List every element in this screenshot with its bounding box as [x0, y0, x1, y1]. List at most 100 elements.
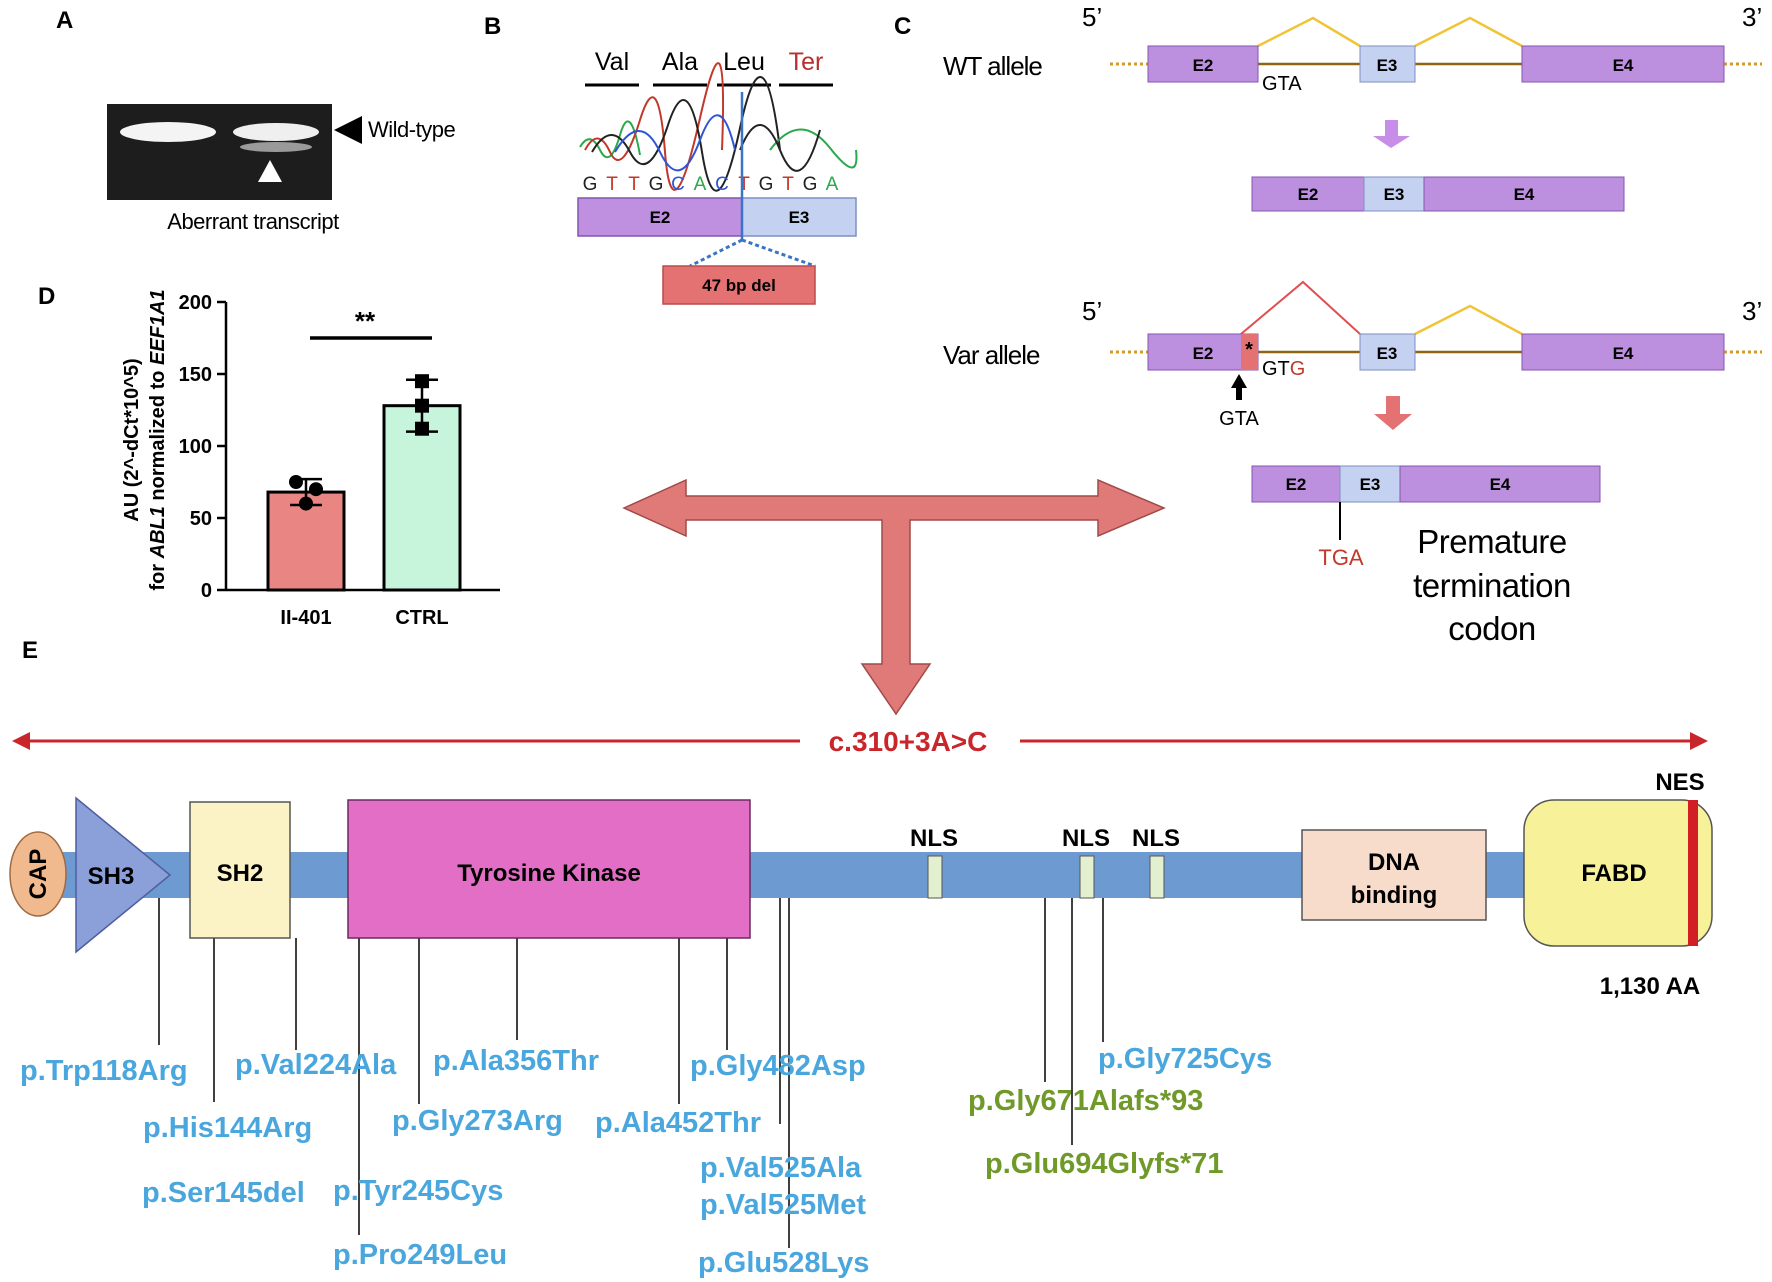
deletion-label: 47 bp del	[702, 276, 776, 295]
wt-five-prime: 5’	[1082, 2, 1102, 32]
gel-band-wildtype	[233, 123, 319, 141]
wt-e3-label: E3	[1377, 56, 1398, 75]
deletion-dashed-right	[741, 238, 816, 268]
chromatogram	[579, 62, 858, 192]
gel-band-control	[120, 122, 216, 142]
data-point	[309, 482, 323, 497]
var-gta-label: GTA	[1219, 408, 1259, 430]
variant-label: c.310+3A>C	[829, 726, 988, 757]
var-splice-arc-1	[1240, 280, 1361, 335]
chart-ylabel-line1: AU (2^-dCt*10^5)	[121, 358, 143, 521]
nls-3-label: NLS	[1132, 825, 1180, 852]
panel-c-letter: C	[894, 13, 911, 40]
var-e2-label: E2	[1193, 344, 1214, 363]
gel-image	[107, 104, 332, 200]
panel-a: A Wild-type Aberrant transcript	[56, 7, 456, 234]
aberrant-transcript-label: Aberrant transcript	[167, 209, 339, 234]
base-call: T	[738, 174, 750, 195]
var-asterisk: *	[1245, 339, 1253, 361]
var-allele-label: Var allele	[943, 340, 1040, 370]
mut-val525ala: p.Val525Ala	[700, 1152, 862, 1184]
codon-label: Leu	[723, 48, 765, 76]
variant-arrow-right-icon	[1690, 732, 1708, 750]
panel-a-letter: A	[56, 7, 73, 34]
wt-mrna-e3	[1363, 176, 1425, 212]
nls-1-label: NLS	[910, 825, 958, 852]
exon-e3-box	[741, 197, 857, 237]
cap-label: CAP	[25, 849, 52, 900]
mut-glu528lys: p.Glu528Lys	[698, 1247, 869, 1279]
tga-label: TGA	[1318, 545, 1364, 570]
var-mrna-e4	[1399, 465, 1601, 503]
wt-e4	[1521, 45, 1725, 83]
var-e2	[1147, 333, 1259, 371]
var-gta-arrow-icon	[1231, 374, 1247, 388]
var-gtg-prefix: GT	[1262, 358, 1290, 380]
var-splice-arc-2	[1414, 304, 1523, 336]
wt-mrna-e4	[1423, 176, 1625, 212]
y-tick-label: 150	[179, 364, 212, 386]
fabd-domain	[1523, 799, 1713, 947]
trace-c	[614, 114, 736, 172]
panel-b-letter: B	[484, 13, 501, 40]
var-mrna-e2-label: E2	[1286, 475, 1307, 494]
wt-three-prime: 3’	[1742, 2, 1762, 32]
t-arrow-icon	[622, 478, 1166, 716]
mut-ser145del: p.Ser145del	[142, 1177, 305, 1209]
y-tick-label: 50	[190, 508, 212, 530]
exon-e2-box	[577, 197, 743, 237]
data-point	[415, 374, 429, 389]
wt-e4-label: E4	[1613, 56, 1634, 75]
deletion-box	[662, 265, 816, 305]
mut-gly273arg: p.Gly273Arg	[392, 1105, 563, 1137]
base-call: A	[694, 174, 707, 195]
var-mrna-e4-label: E4	[1490, 475, 1511, 494]
mut-gly482asp: p.Gly482Asp	[690, 1050, 866, 1082]
wt-e3	[1359, 45, 1416, 83]
wt-e2-label: E2	[1193, 56, 1214, 75]
mut-gly671alafs: p.Gly671Alafs*93	[968, 1085, 1203, 1117]
x-tick-label: CTRL	[395, 607, 448, 629]
significance-label: **	[355, 306, 376, 336]
base-call: T	[628, 174, 640, 195]
bar-ctrl	[382, 404, 462, 592]
y-tick-label: 0	[201, 580, 212, 602]
codon-label: Val	[595, 48, 629, 76]
wt-arrow-stem	[1385, 120, 1398, 138]
var-five-prime: 5’	[1082, 296, 1102, 326]
dna-binding-line1: DNA	[1368, 849, 1420, 876]
x-tick-label: II-401	[280, 607, 331, 629]
var-gta-arrow-stem	[1236, 386, 1242, 400]
mut-val224ala: p.Val224Ala	[235, 1049, 397, 1081]
sh3-domain	[75, 796, 172, 954]
var-mrna-e3-label: E3	[1360, 475, 1381, 494]
wt-splice-arc-1	[1257, 16, 1361, 48]
gel-band-aberrant	[240, 142, 312, 152]
var-e4	[1521, 333, 1725, 371]
wildtype-arrowhead-icon	[334, 116, 362, 144]
var-arrow-head-icon	[1374, 414, 1412, 430]
dna-binding-line2: binding	[1351, 882, 1438, 909]
var-mrna-e3	[1339, 465, 1401, 503]
wt-allele-label: WT allele	[943, 51, 1042, 81]
ylabel-mid: normalized to	[147, 365, 169, 506]
sh2-label: SH2	[217, 860, 264, 887]
dna-binding-domain	[1301, 829, 1487, 921]
base-call: A	[826, 174, 839, 195]
wt-arrow-head-icon	[1373, 136, 1410, 148]
nes-bar	[1688, 800, 1698, 946]
base-call: T	[782, 174, 794, 195]
codon-label: Ter	[789, 48, 824, 76]
ptc-line2: termination	[1413, 567, 1571, 604]
ptc-line3: codon	[1448, 610, 1535, 647]
base-call: C	[671, 174, 685, 195]
base-call: T	[606, 174, 618, 195]
sh3-label: SH3	[88, 863, 135, 890]
nls-2-label: NLS	[1062, 825, 1110, 852]
mut-pro249leu: p.Pro249Leu	[333, 1239, 507, 1271]
deletion-dashed-left	[689, 238, 743, 268]
exon-e2-label: E2	[650, 208, 671, 227]
